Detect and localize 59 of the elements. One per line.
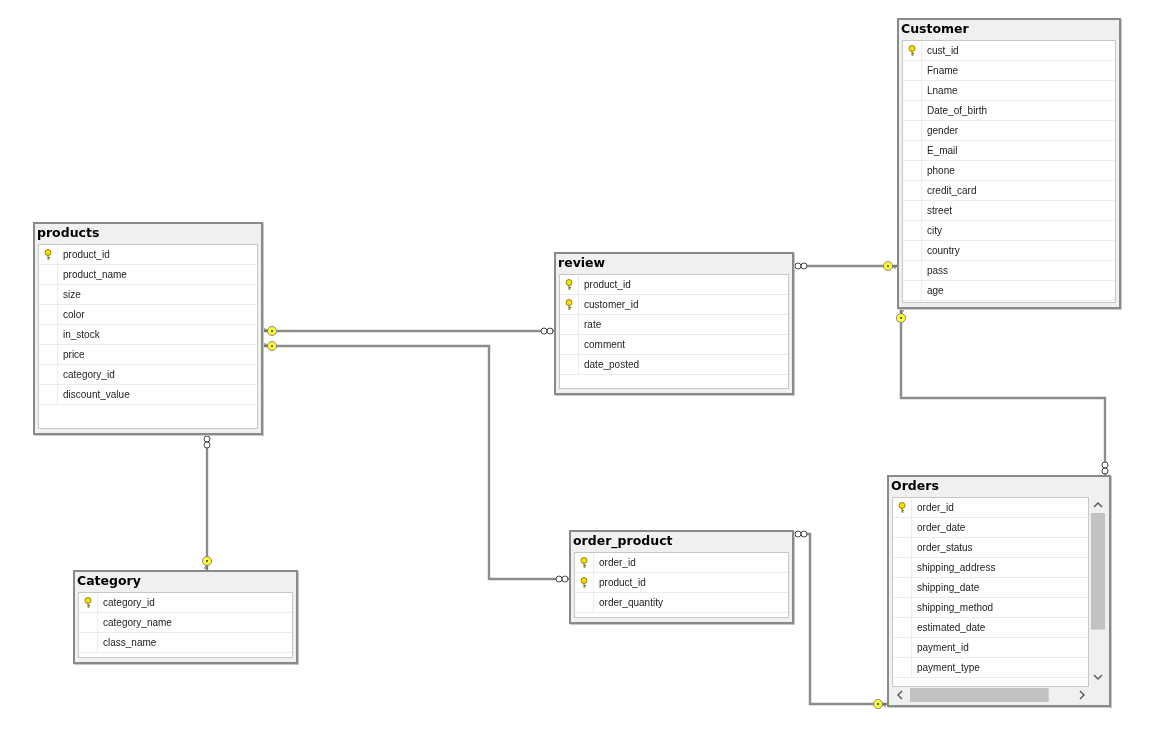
column-name: rate: [584, 319, 602, 331]
relationship-line: [262, 341, 569, 583]
column-name: customer_id: [584, 299, 639, 311]
table-box: [569, 530, 794, 624]
column-name: order_status: [917, 542, 973, 554]
column-name: pass: [927, 265, 949, 277]
relationship-line: [202, 435, 212, 571]
column-name: category_name: [103, 617, 172, 629]
column-name: Fname: [927, 65, 959, 77]
column-name: product_name: [63, 269, 127, 281]
column-name: Lname: [927, 85, 958, 97]
column-name: payment_type: [917, 662, 980, 674]
table-title: Category: [77, 573, 141, 588]
column-name: gender: [927, 125, 959, 137]
column-name: category_id: [103, 597, 155, 609]
table-box: [897, 18, 1121, 309]
column-name: city: [927, 225, 942, 237]
column-name: shipping_method: [917, 602, 994, 614]
column-name: phone: [927, 165, 955, 177]
column-name: order_date: [917, 522, 966, 534]
column-name: Date_of_birth: [927, 105, 988, 117]
column-name: order_quantity: [599, 597, 663, 609]
column-name: payment_id: [917, 642, 969, 654]
column-name: street: [927, 205, 952, 217]
column-name: product_id: [599, 577, 646, 589]
column-name: class_name: [103, 637, 157, 649]
column-name: shipping_address: [917, 562, 996, 574]
column-name: credit_card: [927, 185, 977, 197]
table-title: products: [37, 225, 100, 240]
relationship-line: [794, 261, 898, 271]
column-name: color: [63, 309, 85, 321]
table-box: [887, 475, 1111, 707]
column-name: estimated_date: [917, 622, 986, 634]
column-name: product_id: [584, 279, 631, 291]
column-name: product_id: [63, 249, 110, 261]
relationship-line: [262, 326, 554, 336]
relationship-line: [794, 530, 888, 709]
column-name: in_stock: [63, 329, 100, 341]
column-name: age: [927, 285, 944, 297]
column-name: cust_id: [927, 45, 959, 57]
column-name: order_id: [917, 502, 954, 514]
relationship-line: [896, 308, 1109, 475]
column-name: country: [927, 245, 960, 257]
column-name: order_id: [599, 557, 636, 569]
table-box: [73, 570, 298, 664]
table-title: Orders: [891, 478, 939, 493]
table-box: [33, 222, 263, 435]
column-name: shipping_date: [917, 582, 980, 594]
column-name: discount_value: [63, 389, 130, 401]
column-name: E_mail: [927, 145, 958, 157]
column-name: price: [63, 349, 85, 361]
table-title: Customer: [901, 21, 969, 36]
column-name: comment: [584, 339, 626, 351]
column-name: date_posted: [584, 359, 640, 371]
table-title: review: [558, 255, 606, 270]
table-title: order_product: [573, 533, 673, 548]
table-box: [554, 252, 794, 395]
column-name: size: [63, 289, 81, 301]
column-name: category_id: [63, 369, 115, 381]
